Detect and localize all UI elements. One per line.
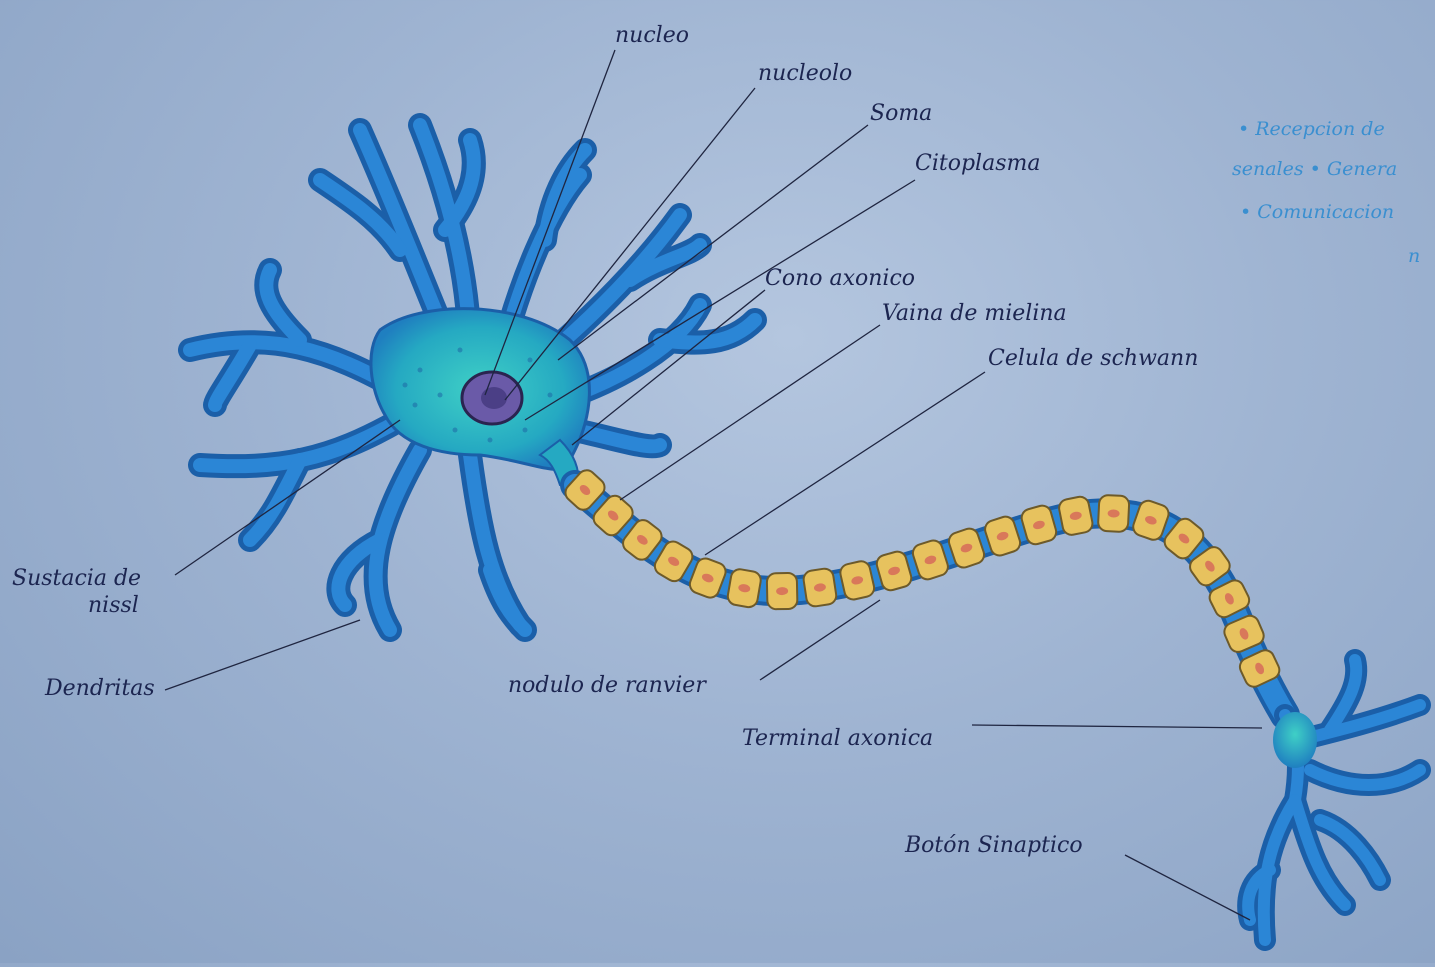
label-terminal-axonica: Terminal axonica [742, 726, 933, 751]
label-citoplasma: Citoplasma [915, 151, 1040, 176]
side-note-line-4: n [1408, 245, 1420, 267]
myelin-segment [802, 567, 837, 607]
side-note-line-2: senales • Genera [1232, 158, 1397, 180]
label-nodulo-ranvier: nodulo de ranvier [508, 673, 707, 698]
nucleolus [481, 387, 507, 409]
myelin-segment [767, 573, 798, 610]
myelin-sheath [562, 467, 1283, 690]
label-vaina-mielina: Vaina de mielina [882, 301, 1067, 326]
label-sustancia-nissl-2: nissl [88, 593, 139, 618]
label-cono-axonico: Cono axonico [765, 266, 915, 291]
myelin-segment [726, 568, 762, 609]
label-boton-sinaptico: Botón Sinaptico [904, 833, 1083, 858]
side-notes: • Recepcion de senales • Genera • Comuni… [1232, 118, 1420, 267]
label-sustancia-nissl-1: Sustacia de [12, 566, 141, 591]
side-note-line-3: • Comunicacion [1240, 201, 1394, 223]
myelin-segment [1058, 495, 1094, 536]
side-note-line-1: • Recepcion de [1238, 118, 1385, 140]
label-nucleo: nucleo [615, 23, 689, 48]
label-dendritas: Dendritas [44, 676, 155, 701]
label-celula-schwann: Celula de schwann [988, 346, 1198, 371]
myelin-segment [1098, 495, 1130, 532]
label-nucleolo: nucleolo [758, 61, 852, 86]
label-soma: Soma [870, 101, 932, 126]
